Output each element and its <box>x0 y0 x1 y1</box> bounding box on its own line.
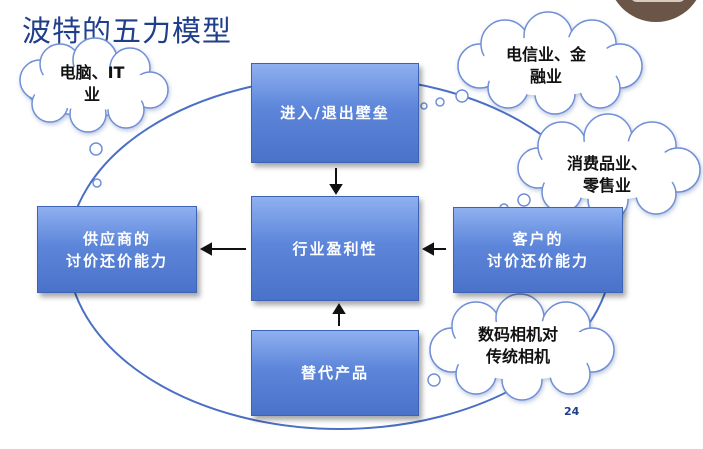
cloud-camera-line2: 传统相机 <box>485 347 550 366</box>
cloud-consumer-text: 消费品业、 零售业 <box>532 153 682 197</box>
supplier-power-box: 供应商的 讨价还价能力 <box>37 206 197 293</box>
cloud-pc-tail <box>89 142 103 188</box>
industry-profitability-box: 行业盈利性 <box>251 196 419 301</box>
arrow-entry-to-center <box>329 168 343 195</box>
arrow-substitute-to-center <box>332 303 346 326</box>
cloud-pc <box>19 37 169 133</box>
cloud-consumer <box>517 113 701 221</box>
supplier-power-label-line2: 讨价还价能力 <box>65 251 168 270</box>
arrow-customer-to-center <box>421 242 446 256</box>
cloud-camera-text: 数码相机对 传统相机 <box>444 324 592 368</box>
substitute-products-label: 替代产品 <box>300 364 369 382</box>
cloud-camera-line1: 数码相机对 <box>477 325 558 344</box>
supplier-power-label-line1: 供应商的 <box>82 229 151 248</box>
entry-barriers-box: 进入/退出壁垒 <box>251 63 419 163</box>
industry-profitability-label: 行业盈利性 <box>292 239 378 258</box>
arrow-center-to-supplier <box>199 242 246 256</box>
slide-title: 波特的五力模型 <box>22 14 233 48</box>
cloud-telecom-line2: 融业 <box>529 67 562 86</box>
customer-power-box: 客户的 讨价还价能力 <box>453 207 623 293</box>
cloud-pc-text: 电脑、IT 业 <box>28 62 156 106</box>
cloud-telecom-line1: 电信业、金 <box>505 45 586 64</box>
customer-power-label-line1: 客户的 <box>512 230 564 248</box>
cloud-camera <box>429 293 615 401</box>
substitute-products-box: 替代产品 <box>251 330 419 416</box>
cloud-consumer-line2: 零售业 <box>582 176 631 195</box>
cloud-consumer-line1: 消费品业、 <box>566 154 647 173</box>
customer-power-label-line2: 讨价还价能力 <box>486 252 589 270</box>
cloud-pc-line2: 业 <box>83 85 100 104</box>
cloud-pc-line1: 电脑、IT <box>59 63 125 82</box>
entry-barriers-label: 进入/退出壁垒 <box>280 104 390 122</box>
cloud-telecom <box>457 11 643 115</box>
cloud-telecom-text: 电信业、金 融业 <box>470 44 622 88</box>
cloud-telecom-tail <box>420 89 469 110</box>
page-number: 24 <box>564 405 580 418</box>
